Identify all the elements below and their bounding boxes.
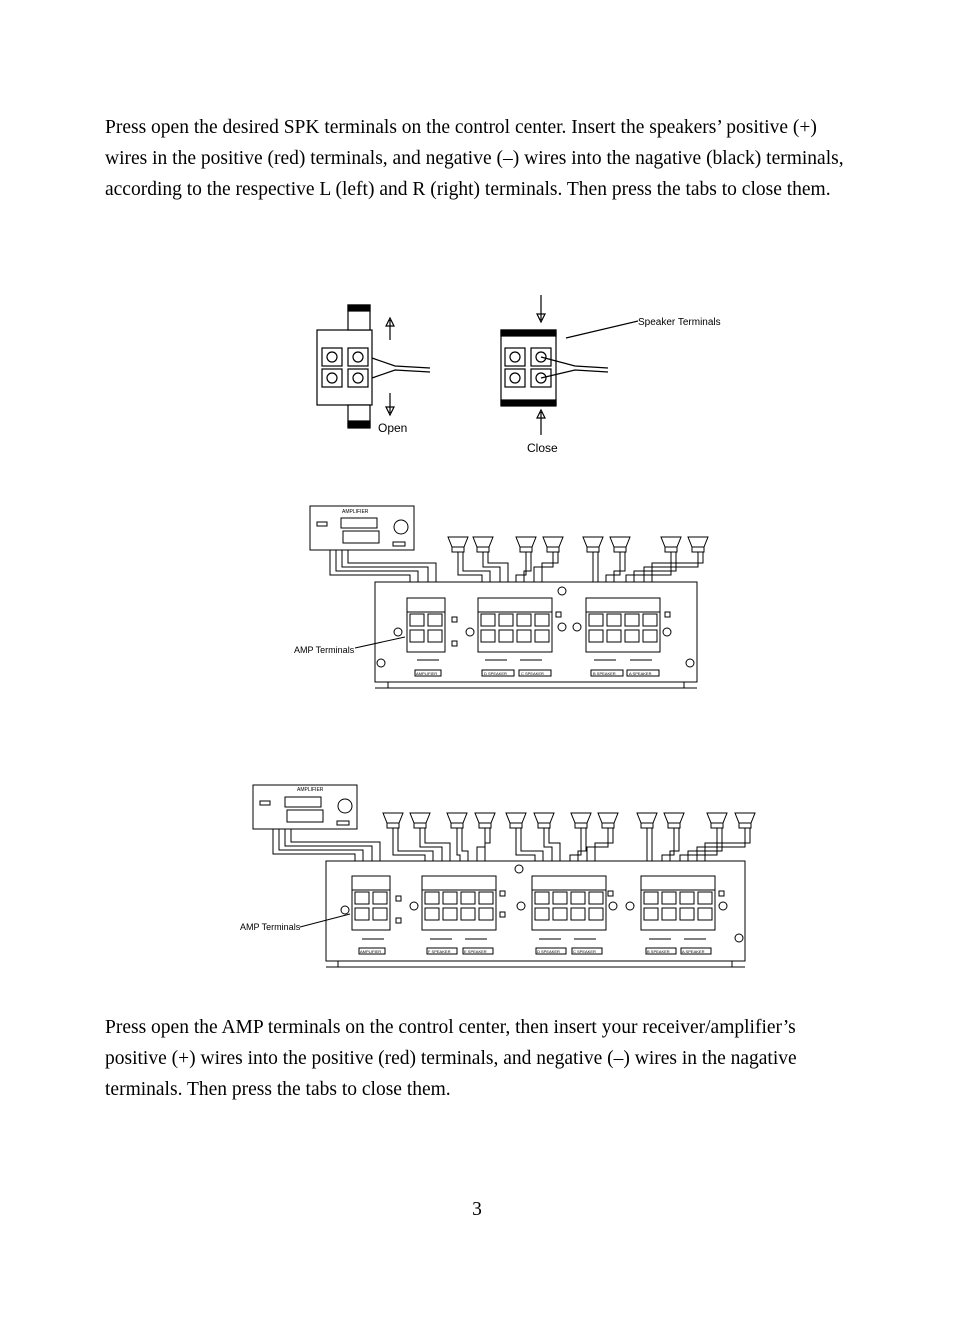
speaker-terminals-label: Speaker Terminals — [638, 317, 721, 328]
amp-terminals-label: AMP Terminals — [294, 645, 355, 655]
svg-text:B SPEAKER: B SPEAKER — [593, 671, 616, 676]
svg-text:A SPEAKER: A SPEAKER — [629, 671, 652, 676]
svg-text:F SPEAKER: F SPEAKER — [428, 949, 451, 954]
terminal-squares — [354, 891, 713, 921]
svg-text:E SPEAKER: E SPEAKER — [464, 949, 487, 954]
terminal-open-close-figure — [316, 295, 639, 435]
amplifier-label: AMPLIFIER — [297, 787, 324, 793]
svg-text:B SPEAKER: B SPEAKER — [647, 949, 670, 954]
svg-text:AMPLIFIER: AMPLIFIER — [360, 949, 381, 954]
zone-labels: AMPLIFIER D SPEAKER C SPEAKER B SPEAKER … — [416, 671, 652, 676]
amplifier-label: AMPLIFIER — [342, 509, 369, 515]
svg-text:A SPEAKER: A SPEAKER — [682, 949, 705, 954]
svg-text:D SPEAKER: D SPEAKER — [537, 949, 560, 954]
svg-text:AMPLIFIER: AMPLIFIER — [416, 671, 437, 676]
closed-terminal-block — [500, 295, 639, 435]
amp-terminals-label: AMP Terminals — [240, 922, 301, 932]
svg-text:D SPEAKER: D SPEAKER — [484, 671, 507, 676]
speaker-icons — [447, 536, 709, 553]
svg-text:C SPEAKER: C SPEAKER — [573, 949, 596, 954]
six-zone-wiring-diagram — [252, 784, 756, 968]
four-zone-wiring-diagram — [309, 505, 709, 689]
terminal-squares — [409, 613, 658, 643]
instruction-paragraph-amp: Press open the AMP terminals on the cont… — [105, 1017, 797, 1100]
page-number: 3 — [472, 1199, 482, 1220]
instruction-paragraph-speakers: Press open the desired SPK terminals on … — [105, 117, 844, 200]
speaker-icons — [382, 812, 756, 829]
close-label: Close — [527, 441, 558, 455]
open-terminal-block — [316, 304, 431, 429]
svg-text:C SPEAKER: C SPEAKER — [521, 671, 544, 676]
open-label: Open — [378, 421, 407, 435]
zone-labels: AMPLIFIER F SPEAKER E SPEAKER D SPEAKER … — [360, 949, 705, 954]
